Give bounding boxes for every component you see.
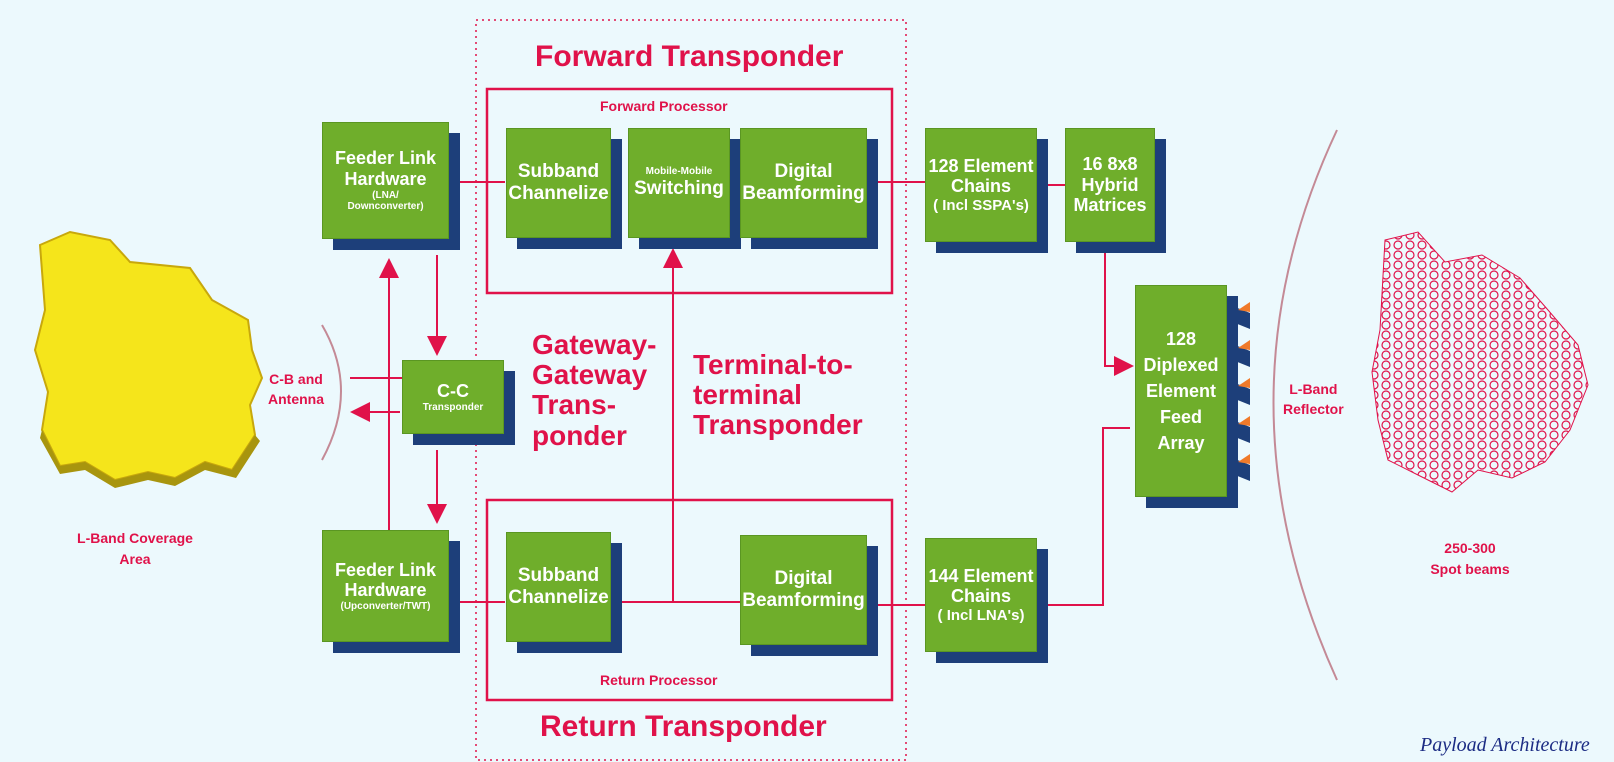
digital-beamforming-bottom-block: Digital Beamforming	[740, 535, 867, 645]
hybrid-matrices-block: 16 8x8 Hybrid Matrices	[1065, 128, 1155, 242]
gateway-transponder-title: Gateway- Gateway Trans- ponder	[532, 329, 657, 451]
forward-transponder-title: Forward Transponder	[535, 40, 844, 73]
feed-array-block: 128 Diplexed Element Feed Array	[1135, 285, 1227, 497]
element-chains-128-block: 128 Element Chains ( Incl SSPA's)	[925, 128, 1037, 242]
terminal-transponder-title: Terminal-to- terminal Transponder	[693, 349, 863, 441]
subband-channelize-bottom-block: Subband Channelize	[506, 532, 611, 642]
cb-antenna-arc	[321, 324, 342, 461]
spot-beam-region	[1371, 231, 1589, 493]
forward-processor-frame	[485, 87, 894, 295]
cb-antenna-label: C-B and Antenna	[268, 371, 324, 407]
l-band-reflector-arc	[1272, 129, 1338, 681]
diagram-caption: Payload Architecture	[1420, 734, 1590, 756]
digital-beamforming-top-block: Digital Beamforming	[740, 128, 867, 238]
cc-transponder-block: C-C Transponder	[402, 360, 504, 434]
return-processor-label: Return Processor	[600, 672, 718, 688]
forward-processor-label: Forward Processor	[600, 98, 728, 114]
mobile-switching-block: Mobile-Mobile Switching	[628, 128, 730, 238]
coverage-area-label: L-Band Coverage Area	[77, 530, 193, 567]
feeder-link-hardware-bottom-block: Feeder Link Hardware (Upconverter/TWT)	[322, 530, 449, 642]
element-chains-144-block: 144 Element Chains ( Incl LNA's)	[925, 538, 1037, 652]
return-processor-frame	[485, 498, 894, 702]
subband-channelize-top-block: Subband Channelize	[506, 128, 611, 238]
feeder-link-hardware-top-block: Feeder Link Hardware (LNA/ Downconverter…	[322, 122, 449, 239]
spot-beams-label: 250-300 Spot beams	[1430, 540, 1510, 577]
return-transponder-title: Return Transponder	[540, 710, 827, 743]
coverage-area-map	[33, 230, 264, 482]
reflector-label: L-Band Reflector	[1283, 381, 1344, 417]
feed-horns	[1230, 302, 1250, 481]
